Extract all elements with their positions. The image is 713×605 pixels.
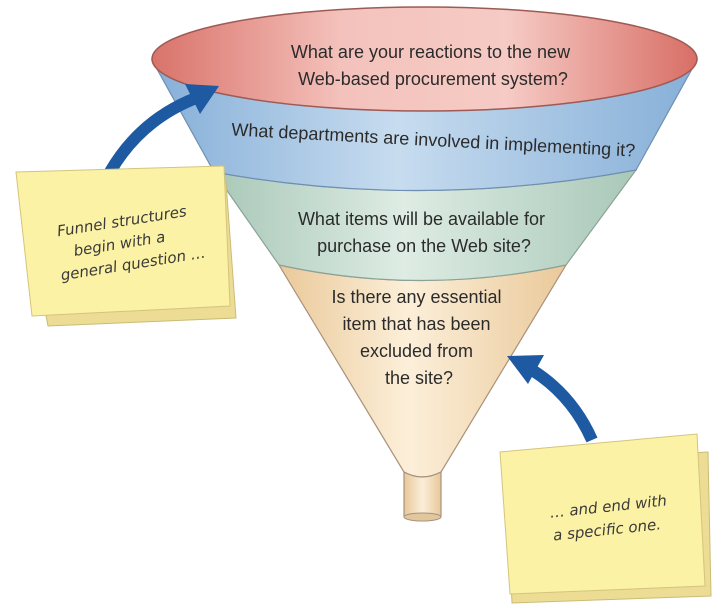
funnel-level-1 [151, 6, 698, 112]
funnel-spout-opening [403, 512, 442, 522]
left-arrow [104, 84, 219, 176]
right-arrow [507, 355, 598, 443]
left-sticky-note: Funnel structures begin with a general q… [15, 165, 237, 327]
right-sticky-note: … and end with a specific one. [499, 433, 712, 604]
level-1-question: What are your reactions to the new Web-b… [291, 42, 575, 89]
level-4-question: Is there any essential item that has bee… [331, 287, 506, 388]
level-3-question: What items will be available for purchas… [298, 209, 550, 256]
